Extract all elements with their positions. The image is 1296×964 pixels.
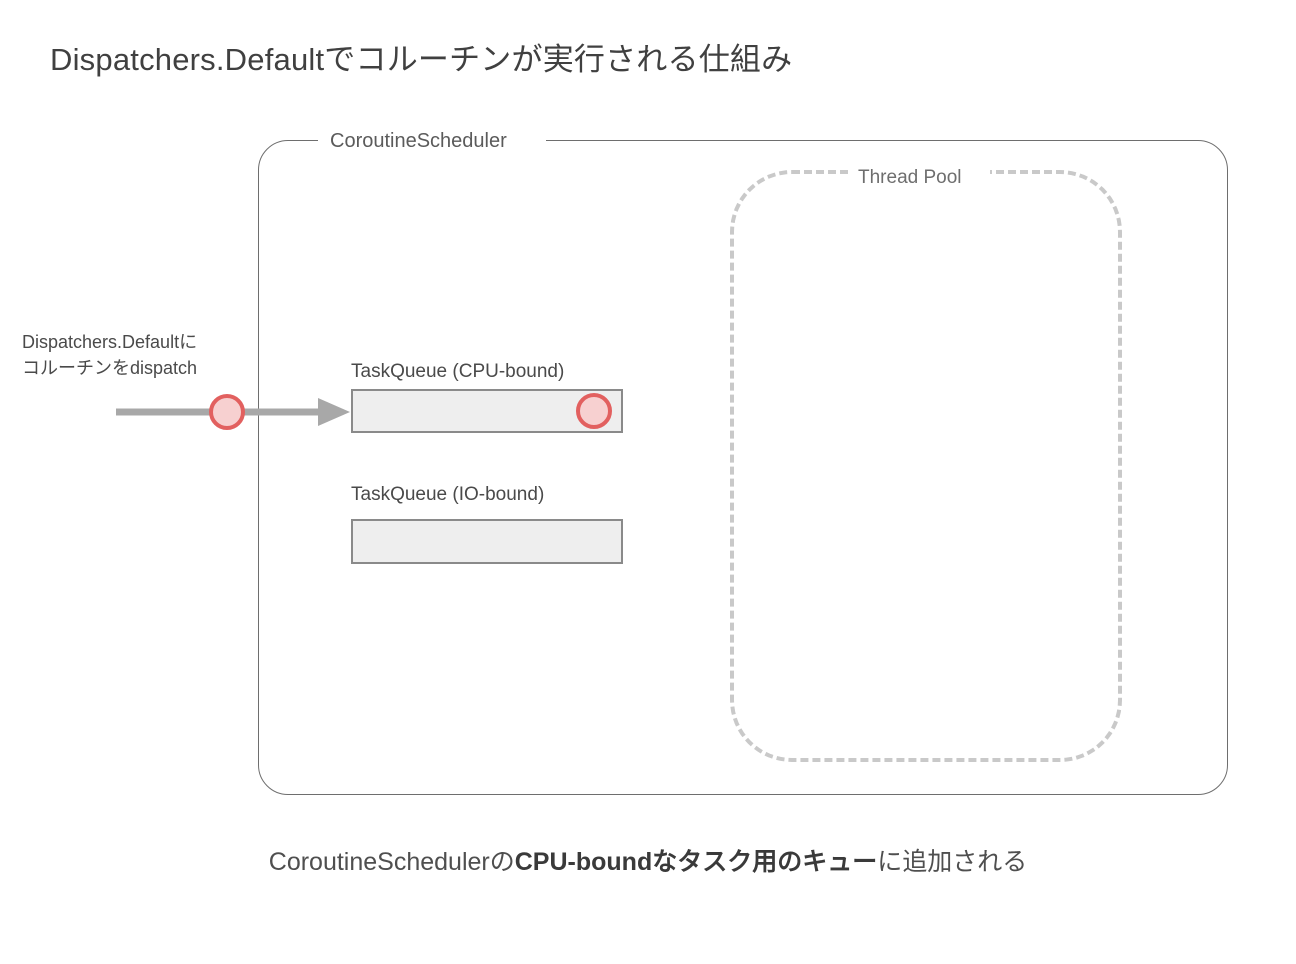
dispatch-annotation-line2: コルーチンをdispatch [22,358,198,378]
coroutine-scheduler-label: CoroutineScheduler [330,130,507,152]
caption-prefix: CoroutineSchedulerの [268,848,515,876]
thread-pool-legend-gap [848,160,990,184]
coroutine-scheduler-container [258,140,1228,795]
dispatch-annotation-line1: Dispatchers.Defaultに [22,332,198,352]
caption-suffix: に追加される [877,848,1028,876]
page-title: Dispatchers.Defaultでコルーチンが実行される仕組み [50,42,793,77]
cpu-queue-label: TaskQueue (CPU-bound) [351,361,565,382]
thread-pool-label: Thread Pool [858,167,962,188]
coroutine-marker-incoming [209,394,245,430]
cpu-queue-box[interactable] [351,389,623,433]
scheduler-legend-gap [318,132,546,149]
io-queue-label: TaskQueue (IO-bound) [351,484,545,505]
dispatch-annotation: Dispatchers.Defaultに コルーチンをdispatch [22,329,197,381]
caption: CoroutineSchedulerのCPU-boundなタスク用のキューに追加… [0,845,1296,879]
caption-emphasis: CPU-boundなタスク用のキュー [514,848,878,876]
thread-pool-container [730,170,1122,762]
coroutine-marker-in-cpu-queue [576,393,612,429]
io-queue-box[interactable] [351,519,623,564]
